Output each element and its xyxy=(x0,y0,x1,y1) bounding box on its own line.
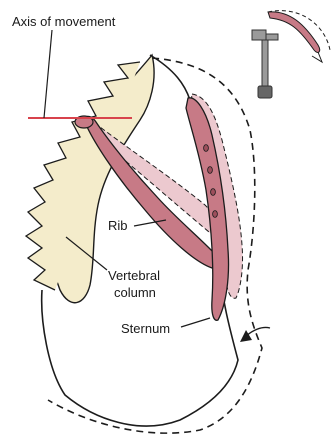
rib-label: Rib xyxy=(108,218,128,233)
bucket-handle-icon xyxy=(252,11,330,98)
axis-of-movement-label: Axis of movement xyxy=(12,14,116,29)
sternum-label: Sternum xyxy=(121,321,170,336)
vertebral-label-line2: column xyxy=(114,285,156,300)
rotation-arrowhead xyxy=(240,330,252,342)
axis-leader-line xyxy=(44,30,52,118)
sternum-leader-line xyxy=(181,318,210,327)
vertebral-label-line1: Vertebral xyxy=(108,268,160,283)
